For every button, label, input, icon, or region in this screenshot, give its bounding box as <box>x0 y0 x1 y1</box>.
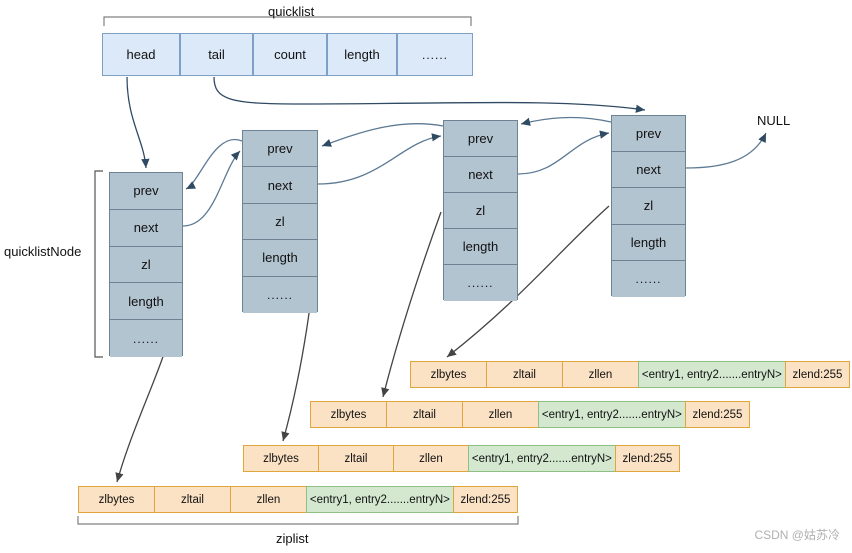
quicklist-node-3-field-more: ...... <box>444 265 517 301</box>
quicklist-node-4-field-next: next <box>612 152 685 189</box>
quicklist-node-3-field-zl: zl <box>444 193 517 229</box>
ziplist-row-4-cell-zllen: zllen <box>229 486 306 513</box>
quicklist-node-2-field-prev: prev <box>243 131 317 168</box>
quicklist-node-2-field-zl: zl <box>243 203 317 241</box>
quicklist-node-4-field-more: ...... <box>612 260 685 297</box>
ziplist-title: ziplist <box>276 531 309 546</box>
ziplist-row-3-cell-zlend-255: zlend:255 <box>614 445 680 472</box>
quicklist-title: quicklist <box>268 4 315 19</box>
quicklist-node-3-field-prev: prev <box>444 121 517 157</box>
quicklist-node-2-field-more: ...... <box>243 276 317 313</box>
ziplist-row-3-cell-zlbytes: zlbytes <box>243 445 318 472</box>
ziplist-row-4-cell-zlbytes: zlbytes <box>78 486 154 513</box>
ziplist-row-4-cell-zltail: zltail <box>153 486 230 513</box>
quicklist-node-2-field-length: length <box>243 240 317 277</box>
quicklist-node-1-field-more: ...... <box>110 320 182 357</box>
ziplist-row-1-cell-zltail: zltail <box>485 361 562 388</box>
quicklist-field-tail: tail <box>180 33 253 76</box>
ziplist-row-1-cell-zlend-255: zlend:255 <box>784 361 851 388</box>
ziplist-row-1-cell-zlbytes: zlbytes <box>410 361 486 388</box>
quicklist-node-1-field-next: next <box>110 209 182 247</box>
ziplist-row-4-cell-zlend-255: zlend:255 <box>452 486 519 513</box>
null-label: NULL <box>757 113 791 128</box>
ziplist-row-3-cell-entry1-entry2-entryn: <entry1, entry2.......entryN> <box>467 445 615 472</box>
quicklist-node-4-field-length: length <box>612 224 685 261</box>
ziplist-row-3-cell-zltail: zltail <box>317 445 393 472</box>
ziplist-row-1-cell-zllen: zllen <box>561 361 638 388</box>
ziplist-row-4-cell-entry1-entry2-entryn: <entry1, entry2.......entryN> <box>305 486 453 513</box>
quicklist-node-3-field-length: length <box>444 229 517 265</box>
quicklist-field-count: count <box>253 33 327 76</box>
quicklist-node-1-field-zl: zl <box>110 246 182 284</box>
quicklistnode-title: quicklistNode <box>4 244 82 259</box>
quicklist-field-length: length <box>327 33 397 76</box>
quicklist-node-1-field-length: length <box>110 283 182 321</box>
ziplist-row-2-cell-zlend-255: zlend:255 <box>684 401 751 428</box>
quicklist-field-head: head <box>102 33 180 76</box>
quicklist-node-4-field-prev: prev <box>612 116 685 153</box>
quicklist-node-3-field-next: next <box>444 157 517 193</box>
ziplist-row-3-cell-zllen: zllen <box>392 445 468 472</box>
watermark: CSDN @姑苏冷 <box>754 528 840 542</box>
ziplist-row-2-cell-zllen: zllen <box>461 401 538 428</box>
quicklist-node-4-field-zl: zl <box>612 188 685 225</box>
ziplist-row-1-cell-entry1-entry2-entryn: <entry1, entry2.......entryN> <box>637 361 785 388</box>
quicklist-node-2-field-next: next <box>243 167 317 204</box>
quicklist-field-more: ...... <box>397 33 473 76</box>
ziplist-row-2-cell-entry1-entry2-entryn: <entry1, entry2.......entryN> <box>537 401 685 428</box>
ziplist-row-2-cell-zlbytes: zlbytes <box>310 401 386 428</box>
quicklist-node-1-field-prev: prev <box>110 173 182 210</box>
ziplist-row-2-cell-zltail: zltail <box>385 401 462 428</box>
